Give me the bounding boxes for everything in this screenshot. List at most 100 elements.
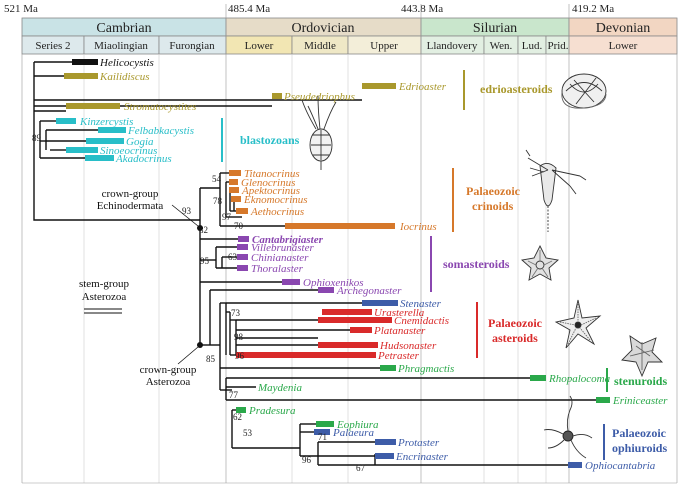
taxon-petraster: Petraster <box>377 350 420 362</box>
tree-branches <box>33 61 596 466</box>
stenuroid-drawing <box>621 335 664 378</box>
boundary-lines <box>21 4 678 484</box>
group-asteroids-2: asteroids <box>492 331 538 345</box>
taxon-iocrinus: Iocrinus <box>399 221 437 233</box>
crown-asterozoa-node <box>197 342 203 348</box>
crinoid-drawing <box>525 149 587 232</box>
edrioasteroid-drawing <box>561 73 607 109</box>
ma-label-485: 485.4 Ma <box>228 3 270 15</box>
range-bar-aethocrinus <box>236 208 248 214</box>
range-bar-ophiocantabria <box>568 462 582 468</box>
taxon-aethocrinus: Aethocrinus <box>250 206 304 218</box>
range-bar-titanocrinus <box>229 170 241 176</box>
taxon-rhopalocoma: Rhopalocoma <box>548 373 611 385</box>
group-ophiuroids-2: ophiuroids <box>612 441 667 455</box>
group-asteroids-1: Palaeozoic <box>488 316 543 330</box>
range-bar-archegonaster <box>318 287 334 293</box>
stem-asterozoa-label-2: Asterozoa <box>82 291 127 303</box>
range-bar-protaster <box>375 439 396 445</box>
taxon-cantabrigiaster: Cantabrigiaster <box>252 234 324 246</box>
support-96b: 96 <box>302 455 312 465</box>
taxon-pseudedriophus: Pseudedriophus <box>283 91 355 103</box>
crown-asterozoa-label-2: Asterozoa <box>146 376 191 388</box>
taxon-stenaster: Stenaster <box>400 298 442 310</box>
range-bar-villebrunaster <box>237 244 248 250</box>
range-bar-glenocrinus <box>229 179 238 185</box>
taxon-gogia: Gogia <box>126 136 154 148</box>
epoch-wenlock: Wen. <box>490 40 513 52</box>
period-cambrian: Cambrian <box>96 21 151 36</box>
fossil-illustrations <box>301 73 664 459</box>
period-ordovician: Ordovician <box>292 21 355 36</box>
somasteroid-drawing <box>520 244 560 281</box>
taxon-ophiocantabria: Ophiocantabria <box>585 460 656 472</box>
group-crinoids-1: Palaeozoic <box>466 184 521 198</box>
ophiuroid-drawing <box>543 395 593 459</box>
crown-echinodermata-node <box>197 225 203 231</box>
support-93: 93 <box>182 206 192 216</box>
support-89: 89 <box>32 133 42 143</box>
epoch-furongian: Furongian <box>169 40 215 52</box>
epoch-llandovery: Llandovery <box>427 40 478 52</box>
range-bar-apektocrinus <box>229 187 239 193</box>
range-bar-petraster <box>236 352 376 358</box>
support-54: 54 <box>212 174 222 184</box>
group-edrioasteroids: edrioasteroids <box>480 82 553 96</box>
taxon-phragmactis: Phragmactis <box>397 363 454 375</box>
epoch-series2: Series 2 <box>35 40 70 52</box>
period-silurian: Silurian <box>473 21 517 36</box>
range-bar-cnemidactis <box>318 317 392 323</box>
range-bar-hudsonaster <box>318 342 378 348</box>
range-bar-stromatocystites <box>66 103 120 109</box>
range-bar-rhopalocoma <box>530 375 546 381</box>
range-bar-pradesura <box>236 407 246 413</box>
taxon-eophiura: Eophiura <box>336 419 379 431</box>
epoch-ludlow: Lud. <box>522 40 543 52</box>
taxon-villebrunaster: Villebrunaster <box>251 242 314 254</box>
taxon-titanocrinus: Titanocrinus <box>244 168 300 180</box>
taxon-glenocrinus: Glenocrinus <box>241 177 295 189</box>
taxon-eriniceaster: Eriniceaster <box>612 395 668 407</box>
range-bar-ophioxenikos <box>282 279 300 285</box>
period-band: Cambrian Ordovician Silurian Devonian <box>21 17 678 37</box>
support-62: 62 <box>233 412 242 422</box>
node-supports: 89 54 78 97 70 93 82 95 63 73 98 96 85 7… <box>32 133 366 473</box>
taxon-range-bars <box>56 59 610 468</box>
range-bar-encrinaster <box>375 453 394 459</box>
taxon-stromatocystites: Stromatocystites <box>124 101 196 113</box>
range-bar-iocrinus <box>285 223 395 229</box>
taxon-palaeura: Palaeura <box>332 427 374 439</box>
taxon-archegonaster: Archegonaster <box>336 285 402 297</box>
range-bar-cantabrigiaster <box>238 236 249 242</box>
taxon-cnemidactis: Cnemidactis <box>394 315 449 327</box>
range-bar-stenaster <box>362 300 398 306</box>
support-71: 71 <box>318 432 327 442</box>
range-bar-eknomocrinus <box>231 196 241 202</box>
range-bar-edrioaster <box>362 83 396 89</box>
support-97: 97 <box>222 212 232 222</box>
ma-label-443: 443.8 Ma <box>401 3 443 15</box>
group-crinoids-2: crinoids <box>472 199 514 213</box>
blastozoan-drawing <box>301 95 337 170</box>
taxon-platanaster: Platanaster <box>373 325 426 337</box>
taxon-chinianaster: Chinianaster <box>251 252 309 264</box>
crown-echinodermata-label-1: crown-group <box>102 188 159 200</box>
clade-labels: crown-group Echinodermata stem-group Ast… <box>79 188 199 388</box>
range-bar-chinianaster <box>237 254 248 260</box>
ma-label-521: 521 Ma <box>4 3 38 15</box>
range-bar-eriniceaster <box>596 397 610 403</box>
epoch-miaolingian: Miaolingian <box>94 40 148 52</box>
support-85: 85 <box>206 354 216 364</box>
taxon-kinzercystis: Kinzercystis <box>79 116 133 128</box>
range-bar-kinzercystis <box>56 118 76 124</box>
support-67: 67 <box>356 463 366 473</box>
support-96a: 96 <box>235 351 245 361</box>
range-bar-pseudedriophus <box>272 93 282 99</box>
group-labels: edrioasteroids blastozoans Palaeozoic cr… <box>221 70 667 460</box>
taxon-ophioxenikos: Ophioxenikos <box>303 277 363 289</box>
group-blastozoans: blastozoans <box>240 133 300 147</box>
asteroid-drawing <box>554 299 602 349</box>
range-bar-platanaster <box>350 327 372 333</box>
range-bar-sinoeocrinus <box>66 147 98 153</box>
